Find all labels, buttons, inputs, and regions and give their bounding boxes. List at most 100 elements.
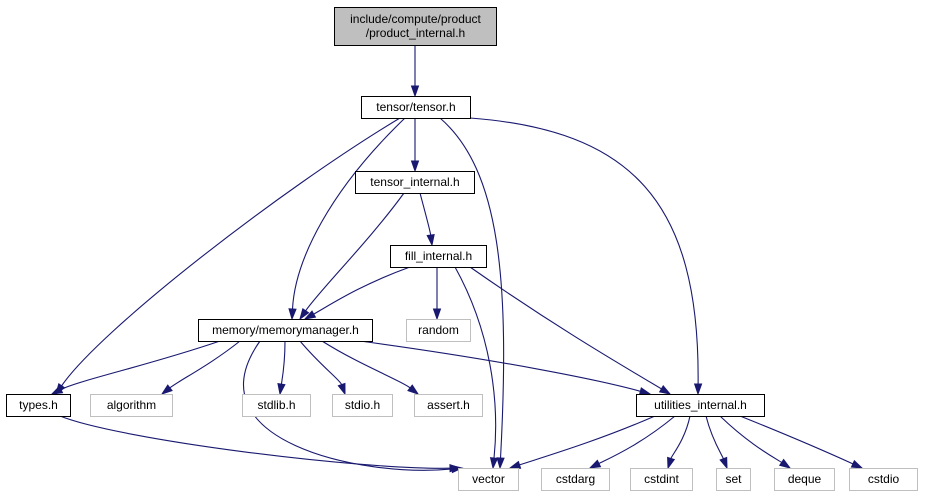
node-vector: vector <box>458 468 519 491</box>
edge-types-to-vector <box>59 415 451 469</box>
arrowhead-utilities_internal-to-set <box>719 456 728 470</box>
edge-memorymanager-to-algorithm <box>169 340 241 389</box>
edge-tensor-to-memorymanager <box>291 117 406 310</box>
node-box <box>414 394 483 417</box>
node-utilities-internal[interactable]: utilities_internal.h <box>636 394 765 417</box>
edges-layer <box>50 45 864 474</box>
node-label: tensor/tensor.h <box>376 100 455 114</box>
edge-fill_internal-to-utilities_internal <box>469 266 662 390</box>
edge-memorymanager-to-assert <box>321 340 411 389</box>
node-label: fill_internal.h <box>405 249 472 263</box>
arrowhead-root-to-tensor <box>410 85 420 98</box>
arrowhead-memorymanager-to-stdlib <box>277 383 286 396</box>
edge-memorymanager-to-vector <box>243 340 453 471</box>
arrowhead-utilities_internal-to-cstdio <box>850 459 864 469</box>
edge-tensor_internal-to-memorymanager <box>305 192 405 312</box>
arrowhead-types-to-vector <box>449 464 462 473</box>
node-box <box>361 96 471 119</box>
nodes-layer: include/compute/product/product_internal… <box>6 7 918 491</box>
node-stdlib: stdlib.h <box>242 394 311 417</box>
edge-fill_internal-to-vector <box>454 266 497 459</box>
node-cstdio: cstdio <box>849 468 918 491</box>
arrowhead-memorymanager-to-algorithm <box>160 384 173 395</box>
arrowhead-tensor-to-vector <box>496 457 505 470</box>
node-stdio: stdio.h <box>332 394 393 417</box>
node-algorithm: algorithm <box>90 394 173 417</box>
arrowhead-utilities_internal-to-vector <box>508 460 522 469</box>
node-label: include/compute/product <box>350 12 481 26</box>
node-label: /product_internal.h <box>366 26 465 40</box>
node-cstdarg: cstdarg <box>541 468 610 491</box>
node-memorymanager[interactable]: memory/memorymanager.h <box>198 319 373 342</box>
node-box <box>541 468 610 491</box>
arrowhead-fill_internal-to-utilities_internal <box>658 384 672 395</box>
node-box <box>406 319 471 342</box>
node-box <box>355 171 475 194</box>
node-cstdint: cstdint <box>630 468 693 491</box>
node-box <box>6 394 71 417</box>
node-label: cstdint <box>644 472 679 486</box>
node-label: algorithm <box>107 398 156 412</box>
node-box <box>90 394 173 417</box>
edge-utilities_internal-to-cstdarg <box>598 415 676 465</box>
node-label: types.h <box>19 398 58 412</box>
arrowhead-memorymanager-to-types <box>50 385 64 395</box>
arrowhead-tensor-to-utilities_internal <box>693 383 703 396</box>
edge-memorymanager-to-stdio <box>299 340 343 385</box>
arrowhead-utilities_internal-to-cstdarg <box>588 459 602 469</box>
node-assert: assert.h <box>414 394 483 417</box>
edge-utilities_internal-to-deque <box>719 415 782 463</box>
arrowhead-fill_internal-to-random <box>432 308 442 321</box>
node-types[interactable]: types.h <box>6 394 71 417</box>
arrowhead-memorymanager-to-assert <box>407 384 420 395</box>
arrowhead-tensor_internal-to-memorymanager <box>299 307 310 321</box>
node-label: memory/memorymanager.h <box>212 323 359 337</box>
node-box <box>716 468 751 491</box>
node-label: cstdio <box>868 472 900 486</box>
node-label: stdlib.h <box>257 398 295 412</box>
edge-fill_internal-to-memorymanager <box>313 266 411 315</box>
node-box <box>630 468 693 491</box>
edge-tensor-to-vector <box>439 117 505 459</box>
node-tensor-internal[interactable]: tensor_internal.h <box>355 171 475 194</box>
arrowhead-fill_internal-to-vector <box>489 457 499 470</box>
arrowhead-memorymanager-to-stdio <box>337 382 346 396</box>
arrowhead-memorymanager-to-utilities_internal <box>638 387 652 396</box>
arrowhead-tensor-to-tensor_internal <box>410 160 420 173</box>
node-box <box>636 394 765 417</box>
node-label: random <box>418 323 459 337</box>
node-tensor[interactable]: tensor/tensor.h <box>361 96 471 119</box>
node-label: cstdarg <box>556 472 595 486</box>
edge-memorymanager-to-types <box>60 340 221 391</box>
node-box <box>242 394 311 417</box>
node-box <box>198 319 373 342</box>
node-label: set <box>725 472 742 486</box>
node-label: deque <box>788 472 822 486</box>
edge-utilities_internal-to-cstdint <box>670 415 691 459</box>
node-deque: deque <box>774 468 835 491</box>
edge-utilities_internal-to-cstdio <box>739 415 854 465</box>
arrowhead-utilities_internal-to-deque <box>778 458 792 469</box>
node-box <box>849 468 918 491</box>
node-label: utilities_internal.h <box>654 398 747 412</box>
node-box <box>458 468 519 491</box>
arrowhead-fill_internal-to-memorymanager <box>303 310 317 320</box>
node-box <box>334 7 497 46</box>
arrowhead-tensor_internal-to-fill_internal <box>426 234 435 247</box>
edge-utilities_internal-to-vector <box>519 415 656 466</box>
edge-memorymanager-to-stdlib <box>280 340 286 385</box>
node-set: set <box>716 468 751 491</box>
edge-memorymanager-to-utilities_internal <box>359 340 641 392</box>
node-fill-internal[interactable]: fill_internal.h <box>390 245 487 268</box>
node-root[interactable]: include/compute/product/product_internal… <box>334 7 497 46</box>
edge-tensor_internal-to-fill_internal <box>419 192 432 236</box>
edge-tensor-to-utilities_internal <box>469 117 699 385</box>
arrowhead-utilities_internal-to-cstdint <box>667 456 676 470</box>
edge-utilities_internal-to-set <box>705 415 724 459</box>
node-box <box>332 394 393 417</box>
node-label: stdio.h <box>345 398 380 412</box>
node-label: vector <box>472 472 505 486</box>
node-random: random <box>406 319 471 342</box>
arrowhead-tensor-to-memorymanager <box>288 308 297 321</box>
